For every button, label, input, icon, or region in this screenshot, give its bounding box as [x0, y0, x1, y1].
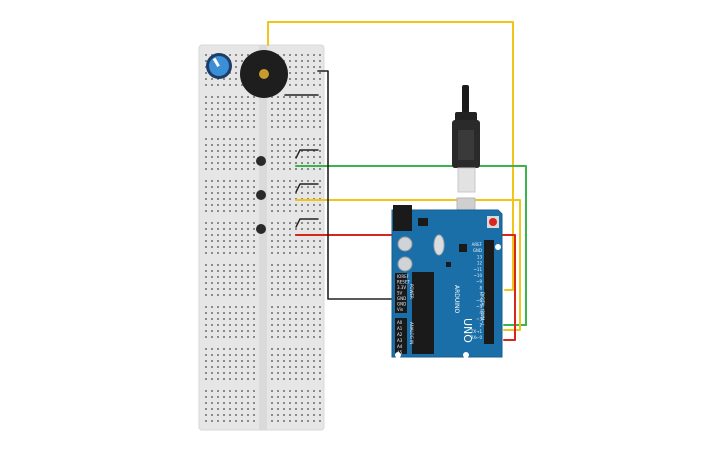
wire-yellow-buzzer — [267, 21, 514, 291]
pushbutton-3[interactable] — [256, 224, 266, 234]
pin-label: ~10 — [474, 273, 483, 278]
pin-label: 3.3V — [397, 285, 406, 290]
potentiometer-icon[interactable] — [206, 53, 232, 79]
pin-label: A3 — [397, 338, 403, 343]
breadboard[interactable] — [198, 44, 325, 431]
pin-label: RESET — [397, 280, 410, 285]
pin-label: GND — [397, 302, 406, 307]
pushbutton-2[interactable] — [256, 190, 266, 200]
wire-black-btn1 — [295, 149, 319, 159]
pin-label: TX→1 — [470, 329, 483, 334]
pin-label: 2 — [479, 323, 482, 328]
pin-label: AREF — [472, 242, 483, 247]
pin-label: A1 — [397, 326, 403, 331]
pin-label: 13 — [477, 254, 483, 259]
pushbutton-1[interactable] — [256, 156, 266, 166]
pin-label: A4 — [397, 344, 403, 349]
pin-label: ~11 — [474, 267, 483, 272]
pin-label: ~6 — [476, 298, 482, 303]
arduino-brand-label: ARDUINO — [453, 285, 460, 314]
pin-label: IOREF — [397, 274, 410, 279]
wire-black-btn3 — [295, 218, 319, 228]
digital-header-label: DIGITAL (PWM~) — [480, 292, 485, 326]
pin-label: ~9 — [476, 279, 482, 284]
wire-black-gnd — [317, 70, 393, 300]
pin-label: A0 — [397, 320, 403, 325]
wire-yellow-button — [295, 199, 521, 331]
pin-label: Vin — [397, 307, 404, 312]
arduino-model-label: UNO — [461, 318, 474, 343]
pin-label: 8 — [479, 285, 482, 290]
pin-label: 12 — [477, 261, 483, 266]
usb-cable-icon[interactable] — [452, 85, 480, 229]
pin-label: ~5 — [476, 304, 482, 309]
pin-label: GND — [397, 296, 406, 301]
pin-label: GND — [473, 248, 482, 253]
pin-label: ~3 — [476, 316, 482, 321]
pin-label: 4 — [479, 310, 482, 315]
pin-label: A5 — [397, 350, 403, 355]
pin-label: 7 — [479, 292, 482, 297]
piezo-buzzer-icon[interactable] — [240, 50, 288, 98]
pin-label: 5V — [397, 291, 403, 296]
analog-header-label: ANALOG IN — [409, 322, 414, 344]
pin-label: RX←0 — [471, 335, 483, 340]
power-header-label: POWER — [409, 284, 414, 299]
pin-label: A2 — [397, 332, 403, 337]
wire-black-btn2 — [295, 183, 319, 193]
arduino-uno-board[interactable]: ARDUINO UNO DIGITAL (PWM~) POWER ANALOG … — [391, 205, 503, 358]
